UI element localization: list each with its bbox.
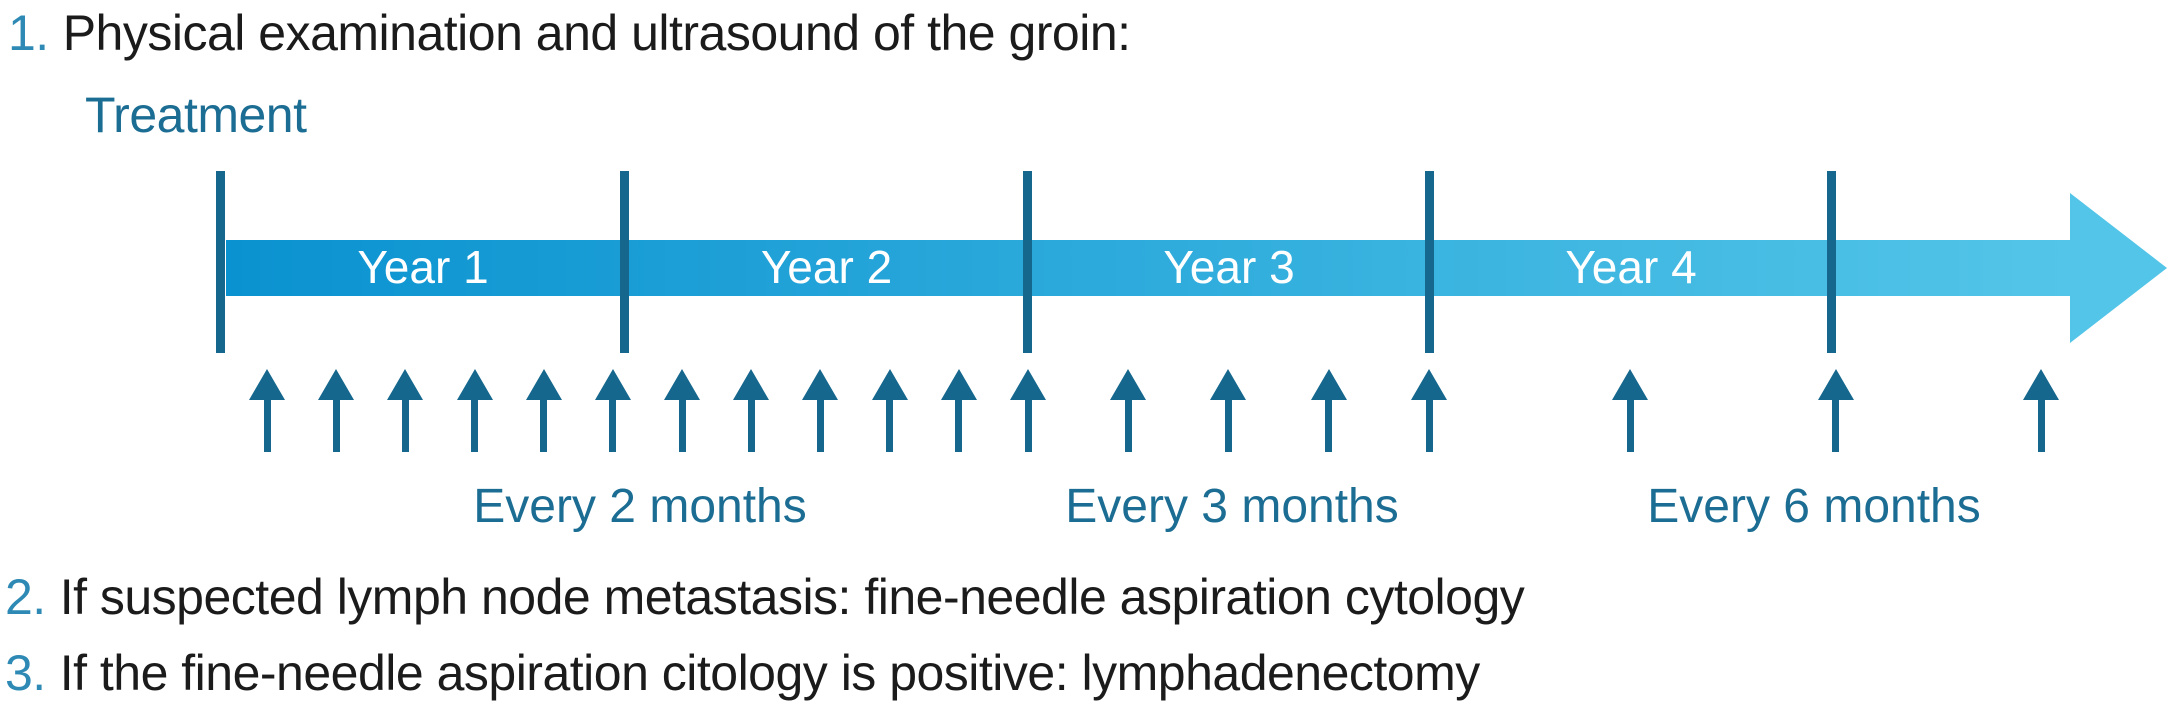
schedule-arrow-icon bbox=[387, 369, 424, 452]
schedule-arrow-icon bbox=[1817, 369, 1854, 452]
schedule-arrow-icon bbox=[1110, 369, 1147, 452]
treatment-label: Treatment bbox=[85, 87, 307, 143]
schedule-arrow-icon bbox=[1210, 369, 1247, 452]
schedule-arrow-icon bbox=[249, 369, 286, 452]
interval-label-every-2-months: Every 2 months bbox=[473, 480, 807, 533]
schedule-arrow-icon bbox=[871, 369, 908, 452]
schedule-arrow-icon bbox=[318, 369, 355, 452]
year-1-label: Year 1 bbox=[357, 241, 489, 293]
schedule-arrow-icon bbox=[940, 369, 977, 452]
timeline-arrowhead-icon bbox=[2070, 193, 2167, 343]
list-text-1: Physical examination and ultrasound of t… bbox=[62, 5, 1131, 61]
interval-label-every-6-months: Every 6 months bbox=[1647, 480, 1981, 533]
list-text-3: If the fine-needle aspiration citology i… bbox=[59, 645, 1481, 701]
schedule-arrow-icon bbox=[733, 369, 770, 452]
list-text-2: If suspected lymph node metastasis: fine… bbox=[59, 569, 1525, 625]
year-tick-treatment bbox=[216, 171, 225, 353]
year-tick-2 bbox=[1023, 171, 1032, 353]
schedule-arrow-icon bbox=[2023, 369, 2060, 452]
list-item-1: 1.Physical examination and ultrasound of… bbox=[8, 2, 1131, 64]
year-4-label: Year 4 bbox=[1565, 241, 1697, 293]
schedule-arrow-icon bbox=[1010, 369, 1047, 452]
year-tick-4 bbox=[1827, 171, 1836, 353]
year-2-label: Year 2 bbox=[760, 241, 893, 293]
schedule-arrow-icon bbox=[1612, 369, 1649, 452]
schedule-arrow-icon bbox=[1310, 369, 1347, 452]
schedule-arrow-icon bbox=[1411, 369, 1448, 452]
list-number-3: 3. bbox=[5, 645, 46, 701]
schedule-arrow-icon bbox=[525, 369, 562, 452]
schedule-arrow-icon bbox=[664, 369, 701, 452]
year-tick-1 bbox=[620, 171, 629, 353]
list-item-3: 3.If the fine-needle aspiration citology… bbox=[5, 642, 1480, 704]
schedule-arrow-icon bbox=[802, 369, 839, 452]
year-tick-3 bbox=[1425, 171, 1434, 353]
list-number-1: 1. bbox=[8, 5, 49, 61]
schedule-arrow-icon bbox=[456, 369, 493, 452]
list-item-2: 2.If suspected lymph node metastasis: fi… bbox=[5, 566, 1525, 628]
year-3-label: Year 3 bbox=[1163, 241, 1295, 293]
list-number-2: 2. bbox=[5, 569, 46, 625]
schedule-arrow-icon bbox=[594, 369, 631, 452]
interval-label-every-3-months: Every 3 months bbox=[1065, 480, 1399, 533]
timeline-bar bbox=[226, 240, 2070, 296]
